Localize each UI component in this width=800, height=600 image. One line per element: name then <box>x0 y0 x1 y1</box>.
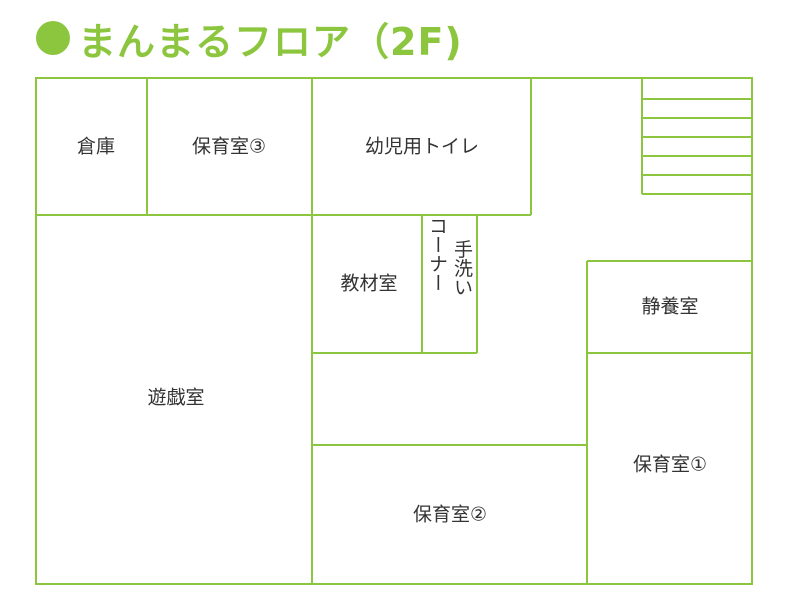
hand-wash-label-col2: コーナー <box>426 216 448 292</box>
room-quiet: 静養室 <box>641 296 698 318</box>
room-hand-wash-corner: 手洗い コーナー <box>426 216 473 297</box>
room-nursery-1: 保育室① <box>633 454 707 476</box>
outer-wall <box>35 77 753 585</box>
page-title-text: まんまるフロア（2F) <box>78 19 463 64</box>
room-playroom: 遊戯室 <box>147 387 204 409</box>
hand-wash-label-col1: 手洗い <box>451 239 473 296</box>
page-title: まんまるフロア（2F) <box>36 10 463 66</box>
room-nursery-2: 保育室② <box>413 504 487 526</box>
stairs <box>641 78 752 195</box>
room-toddler-toilet: 幼児用トイレ <box>365 136 479 158</box>
room-nursery-3: 保育室③ <box>192 136 266 158</box>
room-storage: 倉庫 <box>77 136 115 158</box>
green-circle-icon <box>36 21 70 55</box>
room-materials: 教材室 <box>340 273 397 295</box>
